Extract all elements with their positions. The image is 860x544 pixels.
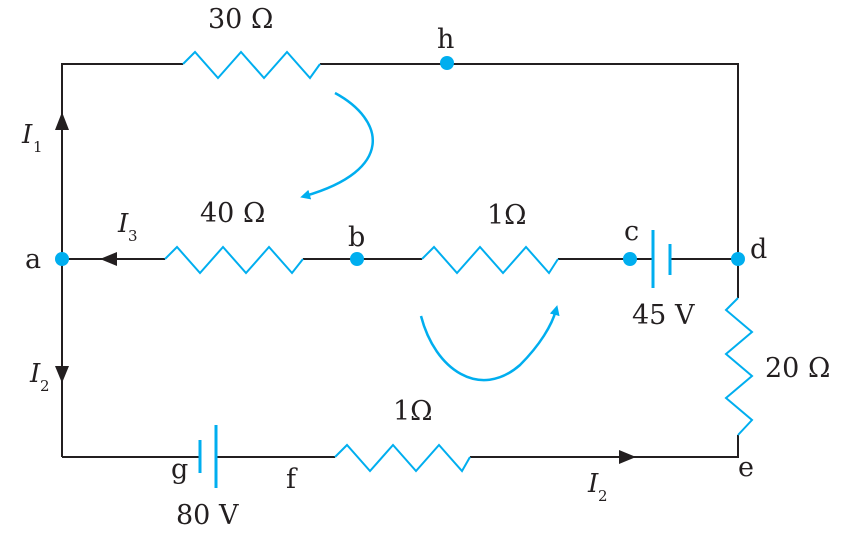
current-label-i2-left: I 2: [29, 359, 50, 395]
current-label-i3: I 3: [117, 209, 138, 245]
resistor-1-ohm-bottom: [334, 443, 471, 473]
label-30-ohm: 30 Ω: [208, 4, 273, 35]
node-label-d: d: [750, 234, 767, 265]
svg-text:I: I: [587, 469, 599, 499]
node-c: [623, 252, 637, 266]
label-45v: 45 V: [632, 300, 695, 331]
current-label-i1: I 1: [21, 120, 43, 156]
node-label-a: a: [25, 244, 41, 275]
resistor-1-ohm-middle: [421, 245, 559, 275]
node-label-c: c: [624, 216, 639, 247]
label-80v: 80 V: [176, 500, 239, 531]
label-40-ohm: 40 Ω: [200, 198, 265, 229]
current-label-i2-bottom: I 2: [587, 469, 608, 505]
svg-text:I: I: [21, 120, 33, 150]
node-label-e: e: [738, 452, 754, 483]
node-label-h: h: [437, 24, 454, 55]
battery-45v: [651, 230, 672, 288]
arrow-up-icon: [55, 112, 69, 130]
node-label-b: b: [348, 222, 365, 253]
arrow-right-icon: [619, 450, 636, 464]
node-d: [731, 252, 745, 266]
svg-text:2: 2: [598, 487, 608, 505]
svg-text:2: 2: [40, 377, 50, 395]
svg-text:1: 1: [33, 138, 43, 156]
arrow-left-icon: [100, 252, 117, 266]
loop-arrow-upper-icon: [300, 91, 375, 200]
node-h: [440, 56, 454, 70]
node-label-g: g: [171, 454, 188, 485]
node-label-f: f: [286, 464, 298, 495]
svg-text:3: 3: [128, 227, 138, 245]
label-1-ohm-middle: 1Ω: [487, 200, 527, 231]
node-b: [350, 252, 364, 266]
resistor-30-ohm: [182, 50, 321, 80]
loop-arrow-lower-icon: [419, 305, 560, 382]
svg-text:I: I: [117, 209, 129, 239]
label-1-ohm-bottom: 1Ω: [393, 396, 433, 427]
resistor-20-ohm: [724, 297, 754, 436]
arrow-down-icon: [55, 366, 69, 383]
node-a: [55, 252, 69, 266]
svg-text:I: I: [29, 359, 41, 389]
battery-80v: [198, 425, 218, 488]
label-20-ohm: 20 Ω: [765, 353, 830, 384]
resistor-40-ohm: [164, 245, 304, 275]
